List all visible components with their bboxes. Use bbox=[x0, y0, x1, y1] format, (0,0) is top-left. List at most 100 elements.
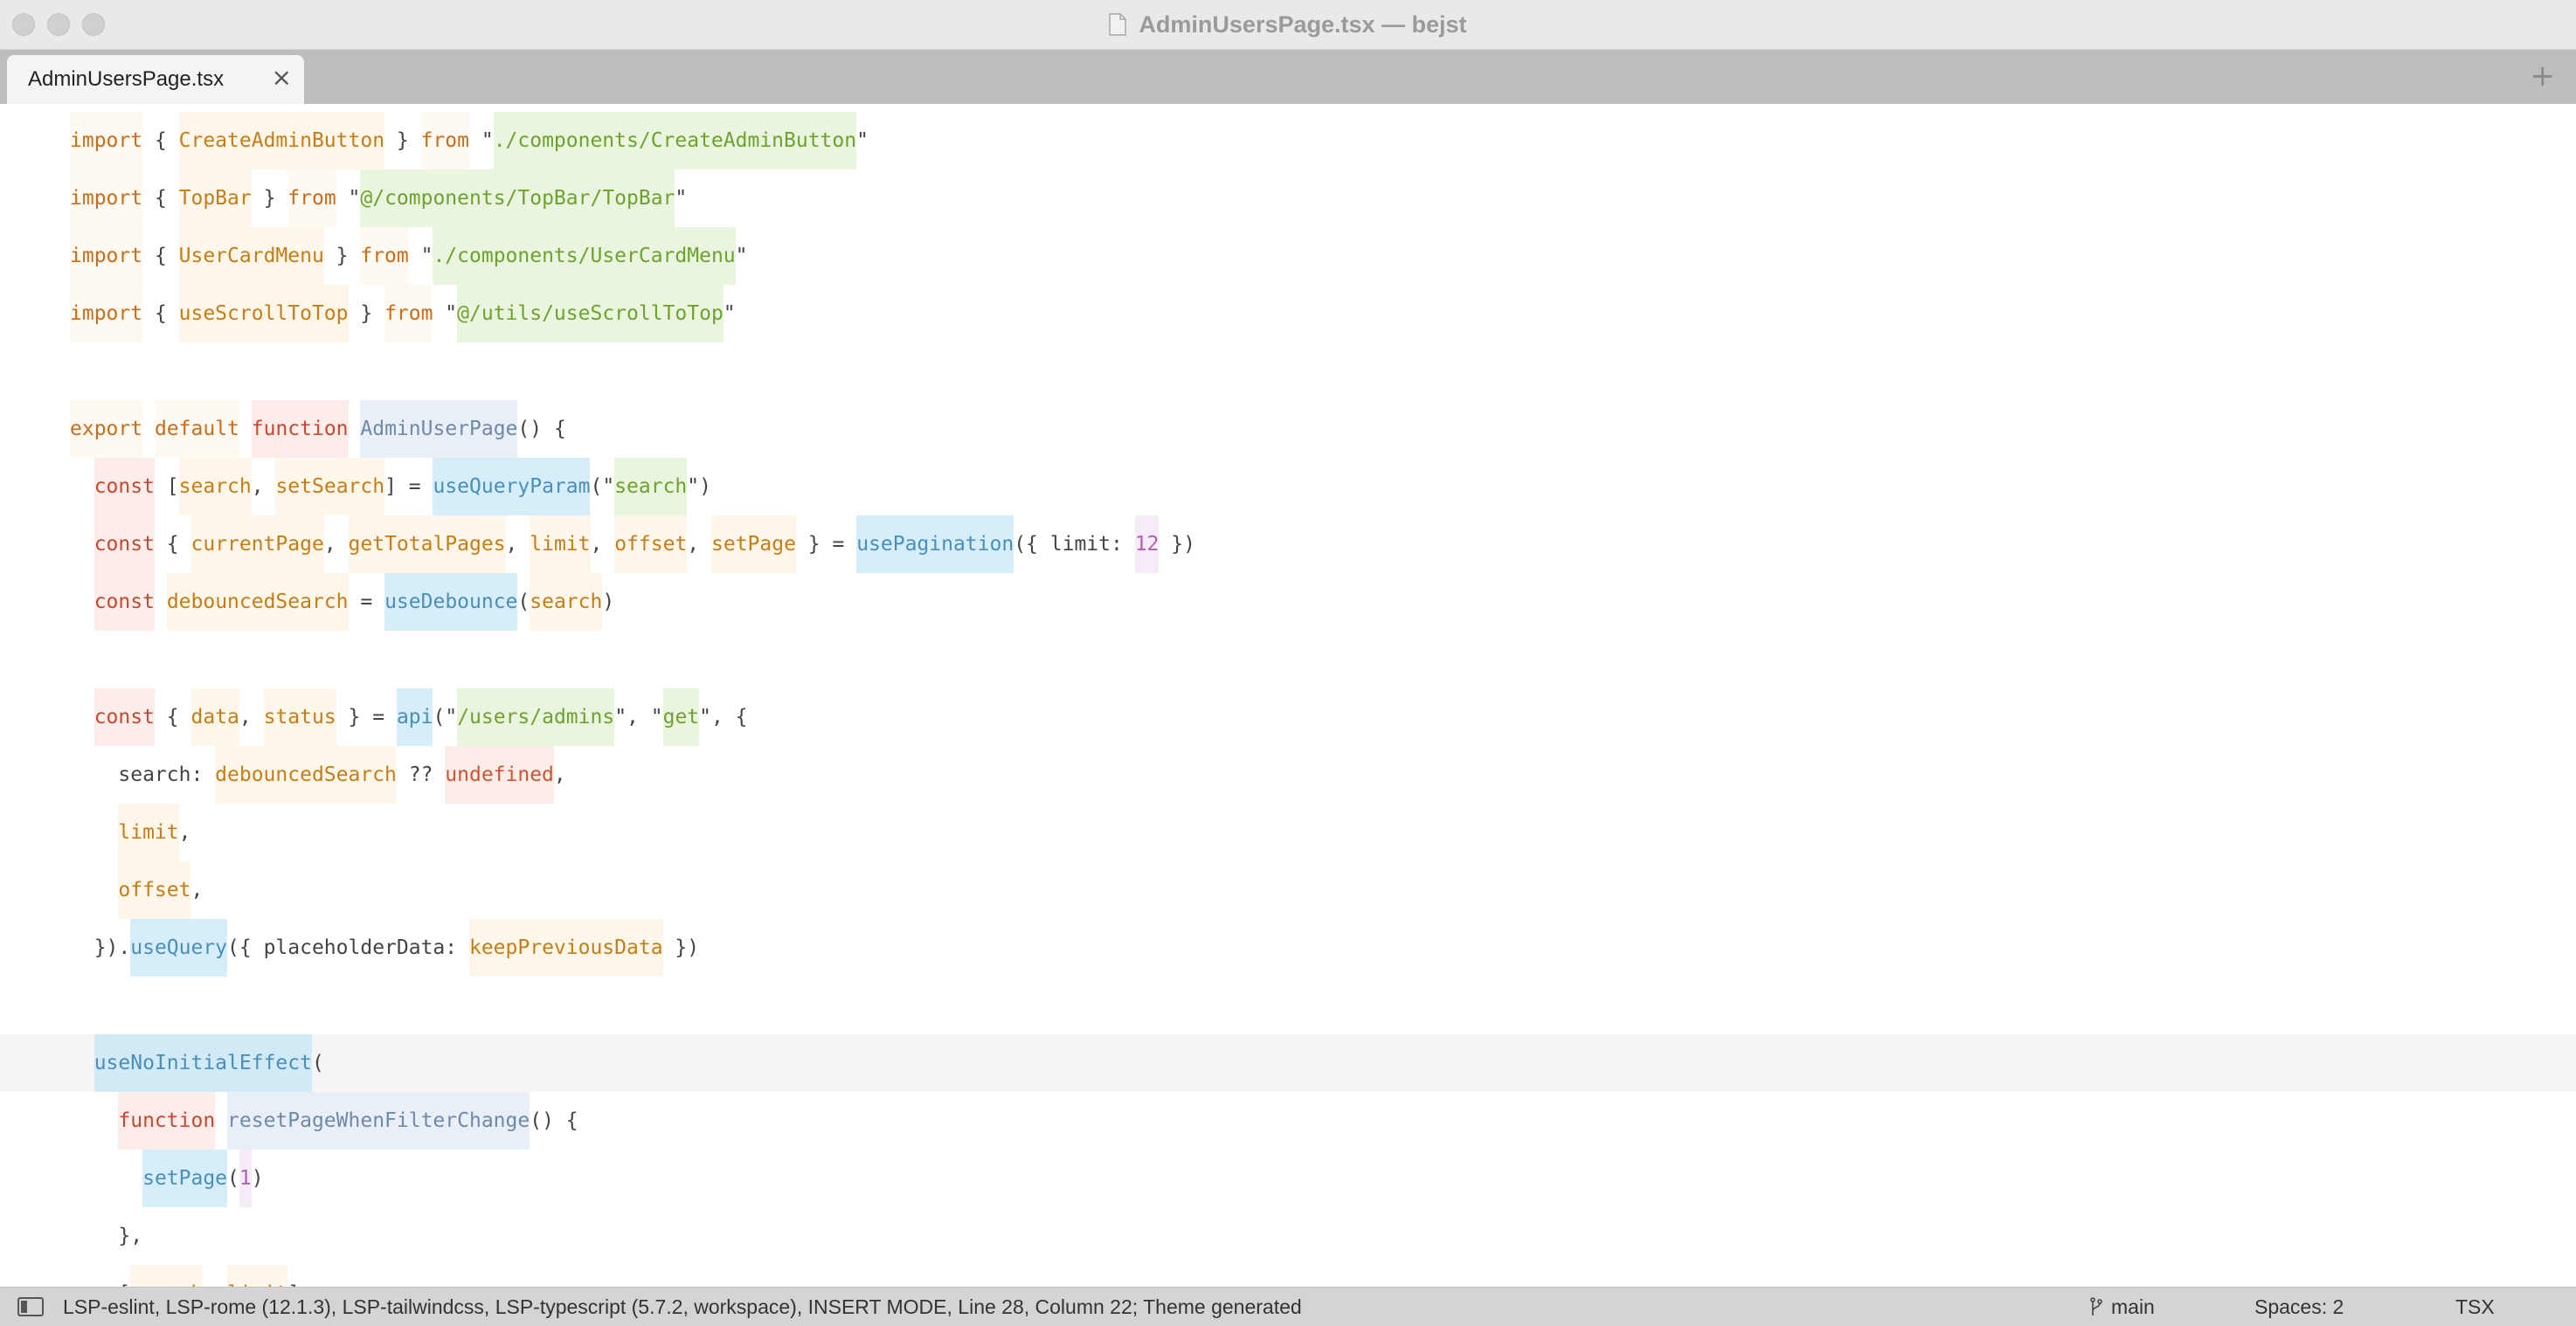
window-close-button[interactable] bbox=[12, 13, 35, 36]
code-line[interactable] bbox=[0, 342, 2576, 400]
code-token: getTotalPages bbox=[348, 515, 506, 573]
code-token bbox=[70, 458, 94, 515]
code-line[interactable]: import { CreateAdminButton } from "./com… bbox=[0, 112, 2576, 169]
code-token: data bbox=[190, 688, 239, 746]
code-line[interactable]: }).useQuery({ placeholderData: keepPrevi… bbox=[0, 919, 2576, 977]
code-line[interactable]: search: debouncedSearch ?? undefined, bbox=[0, 746, 2576, 804]
code-line[interactable]: const { data, status } = api("/users/adm… bbox=[0, 688, 2576, 746]
code-line[interactable]: export default function AdminUserPage() … bbox=[0, 400, 2576, 458]
code-token: " bbox=[336, 187, 361, 210]
code-token: , bbox=[553, 763, 566, 786]
code-line-content: setPage(1) bbox=[70, 1150, 264, 1207]
code-line[interactable]: useNoInitialEffect( bbox=[0, 1034, 2576, 1092]
code-token: { bbox=[142, 187, 179, 210]
code-token: CreateAdminButton bbox=[178, 112, 385, 169]
code-line[interactable]: const debouncedSearch = useDebounce(sear… bbox=[0, 573, 2576, 631]
code-line[interactable]: [search, limit] bbox=[0, 1265, 2576, 1287]
code-line-content: }, bbox=[70, 1207, 142, 1265]
code-token: useQuery bbox=[130, 919, 228, 977]
code-line[interactable]: import { UserCardMenu } from "./componen… bbox=[0, 227, 2576, 285]
code-token: setPage bbox=[711, 515, 796, 573]
code-token: ") bbox=[687, 475, 711, 498]
code-token: } bbox=[323, 245, 361, 267]
code-line[interactable]: function resetPageWhenFilterChange() { bbox=[0, 1092, 2576, 1150]
code-line[interactable]: import { useScrollToTop } from "@/utils/… bbox=[0, 285, 2576, 342]
code-token: from bbox=[420, 112, 469, 169]
code-line-content: import { CreateAdminButton } from "./com… bbox=[70, 112, 869, 169]
indentation-setting[interactable]: Spaces: 2 bbox=[2254, 1295, 2344, 1318]
code-token: ) bbox=[251, 1167, 264, 1190]
code-token: }) bbox=[662, 936, 700, 959]
code-line[interactable]: const { currentPage, getTotalPages, limi… bbox=[0, 515, 2576, 573]
branch-indicator[interactable]: main bbox=[2090, 1295, 2155, 1319]
code-token: ( bbox=[311, 1052, 324, 1074]
window-minimize-button[interactable] bbox=[47, 13, 70, 36]
code-token: useNoInitialEffect bbox=[93, 1034, 312, 1092]
code-token: }, bbox=[70, 1225, 143, 1247]
code-token: import bbox=[70, 285, 143, 342]
code-line[interactable]: setPage(1) bbox=[0, 1150, 2576, 1207]
code-line[interactable]: import { TopBar } from "@/components/Top… bbox=[0, 169, 2576, 227]
code-line-content: const [search, setSearch] = useQueryPara… bbox=[70, 458, 711, 515]
code-token: { bbox=[142, 129, 179, 152]
title-bar[interactable]: AdminUsersPage.tsx — bejst bbox=[0, 0, 2576, 50]
code-token: search bbox=[530, 573, 603, 631]
code-token: , bbox=[190, 879, 204, 901]
code-token: ", { bbox=[699, 706, 748, 729]
code-line-content: const { currentPage, getTotalPages, limi… bbox=[70, 515, 1195, 573]
code-token: " bbox=[468, 129, 494, 152]
code-line[interactable]: const [search, setSearch] = useQueryPara… bbox=[0, 458, 2576, 515]
code-token: function bbox=[118, 1092, 216, 1150]
code-token: limit bbox=[530, 515, 591, 573]
code-token: } = bbox=[795, 533, 857, 556]
code-token: , bbox=[323, 533, 349, 556]
new-tab-icon[interactable]: + bbox=[2530, 59, 2556, 93]
code-token: import bbox=[70, 112, 143, 169]
code-token bbox=[70, 804, 118, 861]
code-line[interactable]: offset, bbox=[0, 861, 2576, 919]
status-bar: LSP-eslint, LSP-rome (12.1.3), LSP-tailw… bbox=[0, 1287, 2576, 1326]
code-token bbox=[70, 1150, 142, 1207]
code-token: limit bbox=[227, 1265, 288, 1287]
tab-bar: AdminUsersPage.tsx × + bbox=[0, 50, 2576, 104]
syntax-mode[interactable]: TSX bbox=[2455, 1295, 2495, 1318]
code-token: useScrollToTop bbox=[178, 285, 349, 342]
code-token: debouncedSearch bbox=[215, 746, 397, 804]
code-token: useQueryParam bbox=[433, 458, 591, 515]
window-title: AdminUsersPage.tsx — bejst bbox=[1139, 10, 1467, 38]
code-line-content: const { data, status } = api("/users/adm… bbox=[70, 688, 748, 746]
sidebar-toggle-icon[interactable] bbox=[17, 1297, 44, 1316]
code-token: { bbox=[142, 302, 179, 325]
code-token: ./components/CreateAdminButton bbox=[493, 112, 857, 169]
code-line[interactable]: limit, bbox=[0, 804, 2576, 861]
code-token: const bbox=[93, 573, 155, 631]
code-line[interactable]: }, bbox=[0, 1207, 2576, 1265]
code-token bbox=[239, 400, 252, 458]
code-token: " bbox=[408, 245, 433, 267]
code-editor[interactable]: import { CreateAdminButton } from "./com… bbox=[0, 104, 2576, 1287]
code-token: ( bbox=[227, 1167, 239, 1190]
code-token: = bbox=[348, 590, 385, 613]
code-token: export bbox=[70, 400, 143, 458]
code-token bbox=[70, 861, 118, 919]
code-token bbox=[70, 688, 94, 746]
code-line[interactable] bbox=[0, 977, 2576, 1034]
code-token: [ bbox=[154, 475, 179, 498]
code-line-content: search: debouncedSearch ?? undefined, bbox=[70, 746, 566, 804]
code-line-content: const debouncedSearch = useDebounce(sear… bbox=[70, 573, 614, 631]
code-token: } bbox=[348, 302, 385, 325]
window-maximize-button[interactable] bbox=[82, 13, 105, 36]
code-token: get bbox=[662, 688, 700, 746]
code-token: status bbox=[263, 688, 336, 746]
code-token: @/components/TopBar/TopBar bbox=[360, 169, 675, 227]
code-line[interactable] bbox=[0, 631, 2576, 688]
code-token: { bbox=[154, 533, 191, 556]
file-icon bbox=[1109, 13, 1127, 36]
code-token: setPage bbox=[142, 1150, 228, 1207]
tab-adminuserspage[interactable]: AdminUsersPage.tsx × bbox=[7, 55, 304, 104]
tab-close-icon[interactable]: × bbox=[271, 63, 292, 92]
code-token: ./components/UserCardMenu bbox=[433, 227, 736, 285]
code-token: search: bbox=[70, 763, 216, 786]
code-token: , bbox=[505, 533, 530, 556]
